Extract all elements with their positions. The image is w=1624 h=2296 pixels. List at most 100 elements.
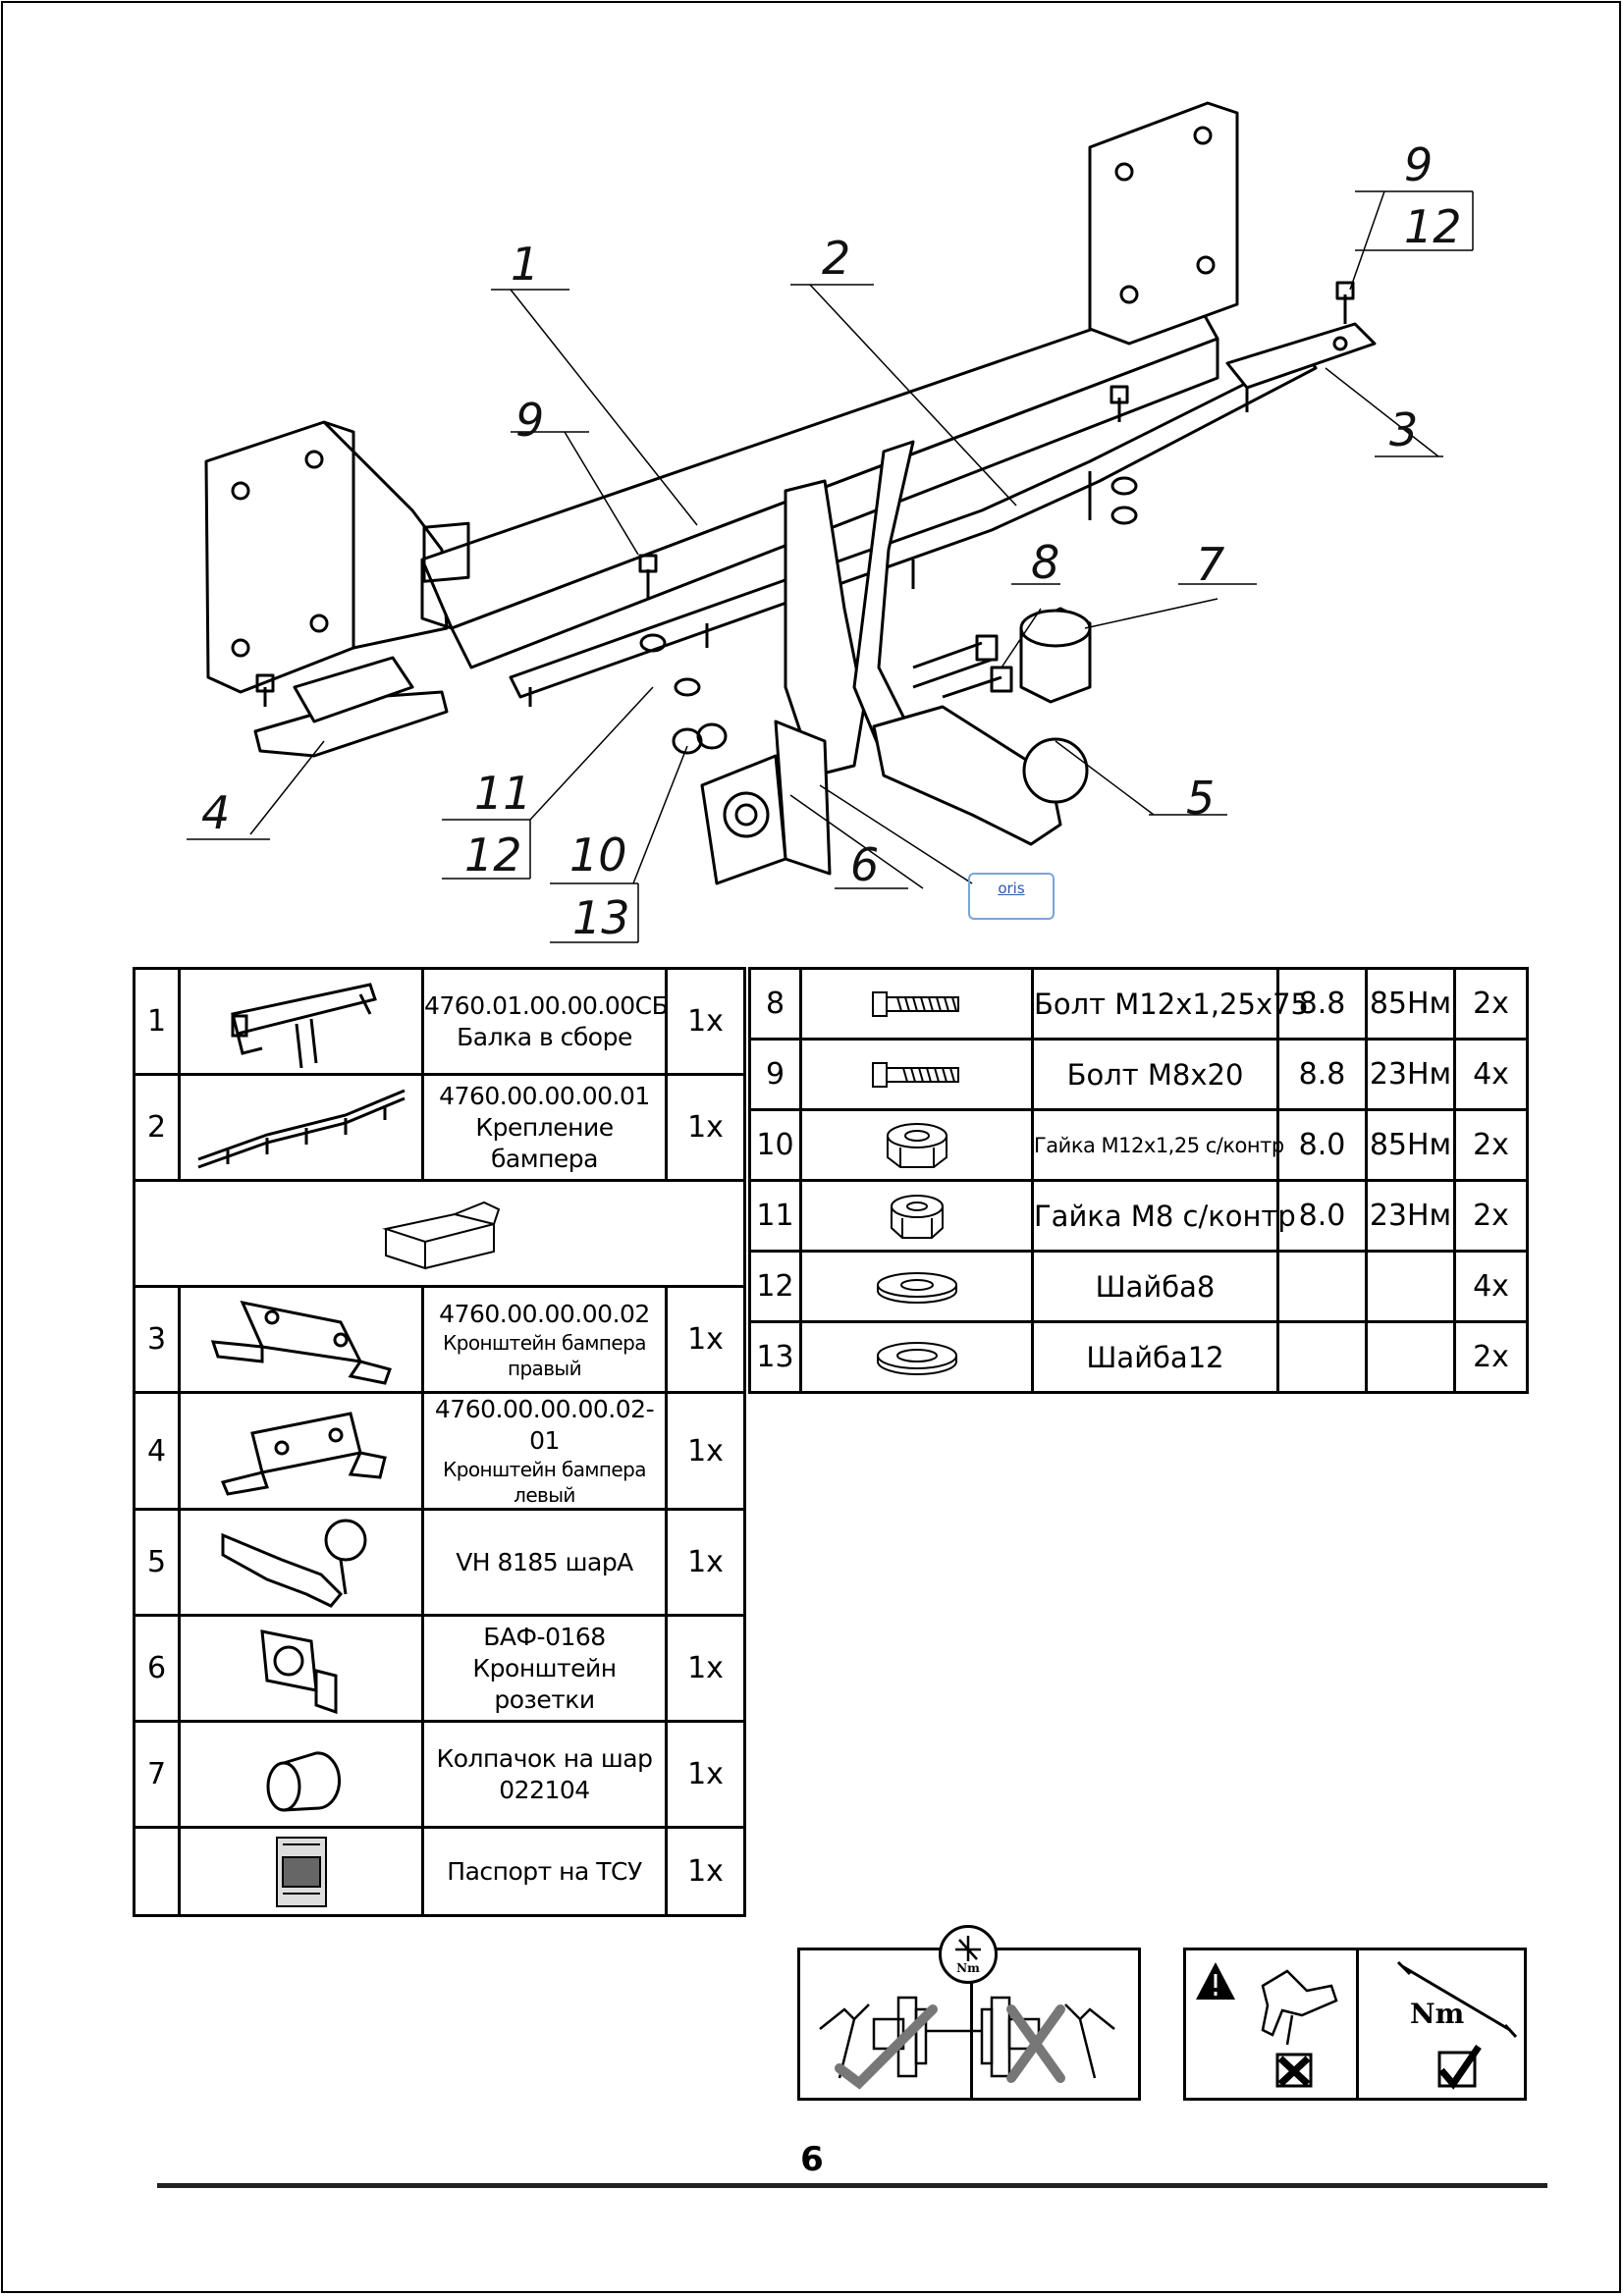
part-qty: 1x (665, 1826, 746, 1917)
socket-bracket-icon (178, 1614, 424, 1723)
fastener-name: Гайка M12x1,25 с/контр (1031, 1108, 1284, 1182)
passport-icon (178, 1826, 424, 1917)
part-number: 4 (133, 1391, 181, 1511)
part-qty: 1x (665, 1391, 746, 1511)
callout-2: 2 (822, 232, 851, 285)
fastener-number: 10 (748, 1108, 802, 1182)
part-number: 6 (133, 1614, 181, 1723)
fastener-torque (1365, 1320, 1456, 1394)
fastener-qty: 2x (1453, 1108, 1529, 1182)
fastener-class (1276, 1320, 1368, 1394)
part-qty: 1x (665, 1285, 746, 1394)
bumper-mount-icon (178, 1073, 424, 1182)
impact-wrench-prohibited-icon (1196, 1962, 1338, 2088)
fastener-class: 8.8 (1276, 1038, 1368, 1111)
fastener-number: 8 (748, 967, 802, 1041)
fastener-name: Болт M8x20 (1031, 1038, 1279, 1111)
table-row: 12 Шайба8 4x (748, 1250, 1529, 1323)
fastener-number: 12 (748, 1250, 802, 1323)
fastener-torque: 23Нм (1365, 1179, 1456, 1253)
callout-11: 11 (474, 767, 532, 820)
part-qty: 1x (665, 1720, 746, 1829)
nut-icon (799, 1179, 1034, 1253)
bolt-icon (799, 967, 1034, 1041)
bolt-icon (799, 1038, 1034, 1111)
fastener-class: 8.0 (1276, 1179, 1368, 1253)
callout-6: 6 (850, 838, 880, 891)
fastener-class: 8.8 (1276, 967, 1368, 1041)
table-row: 5 VH 8185 шарА 1x (133, 1508, 746, 1617)
callout-10: 10 (569, 828, 627, 881)
fastener-torque: 85Нм (1365, 967, 1456, 1041)
fastener-name: Болт M12x1,25x75 (1031, 967, 1309, 1041)
fastener-name: Шайба12 (1031, 1320, 1279, 1394)
torque-wrench-label: Nm (1410, 1998, 1465, 2030)
fastener-name: Шайба8 (1031, 1250, 1279, 1323)
part-qty: 1x (665, 1508, 746, 1617)
table-row: 8 Болт M12x1,25x75 8.8 85Нм 2x (748, 967, 1529, 1041)
washer-icon (799, 1320, 1034, 1394)
part-number: 7 (133, 1720, 181, 1829)
part-number: 1 (133, 967, 181, 1076)
part-description: Паспорт на ТСУ (421, 1826, 668, 1917)
towball-icon (178, 1508, 424, 1617)
fasteners-table: 8 Болт M12x1,25x75 8.8 85Нм 2x 9 Болт M8… (748, 967, 1529, 1394)
table-row: 11 Гайка M8 с/контр 8.0 23Нм 2x (748, 1179, 1529, 1253)
fastener-qty: 4x (1453, 1038, 1529, 1111)
callout-9-right: 9 (1404, 138, 1434, 191)
table-row: Паспорт на ТСУ 1x (133, 1826, 746, 1917)
divider (970, 1950, 973, 2098)
exploded-assembly-drawing (187, 101, 1474, 943)
bracket-right-icon (178, 1285, 424, 1394)
callout-5: 5 (1186, 772, 1216, 825)
ball-cap-icon (178, 1720, 424, 1829)
package-box-icon (133, 1179, 746, 1288)
callout-12-right: 12 (1404, 200, 1462, 253)
fastener-class: 8.0 (1276, 1108, 1368, 1182)
part-qty: 1x (665, 967, 746, 1076)
fastener-torque (1365, 1250, 1456, 1323)
part-description: VH 8185 шарА (421, 1508, 668, 1617)
callout-3: 3 (1389, 403, 1419, 456)
fastener-number: 11 (748, 1179, 802, 1253)
brand-tag: oris (968, 873, 1055, 920)
callout-13: 13 (572, 891, 630, 944)
fastener-torque: 23Нм (1365, 1038, 1456, 1111)
table-row: 9 Болт M8x20 8.8 23Нм 4x (748, 1038, 1529, 1111)
table-row (133, 1179, 746, 1288)
fastener-qty: 2x (1453, 1179, 1529, 1253)
fastener-qty: 2x (1453, 1320, 1529, 1394)
torque-wrench-badge-icon: Nm (939, 1925, 998, 1984)
fastener-qty: 2x (1453, 967, 1529, 1041)
fastener-class (1276, 1250, 1368, 1323)
part-qty: 1x (665, 1073, 746, 1182)
torque-instruction-box: Nm (797, 1925, 1141, 2101)
footer-rule (157, 2183, 1547, 2188)
part-number: 5 (133, 1508, 181, 1617)
page-number: 6 (800, 2140, 824, 2179)
nut-icon (799, 1108, 1034, 1182)
callout-9-left: 9 (515, 394, 545, 447)
divider (1356, 1950, 1359, 2098)
beam-assembly-icon (178, 967, 424, 1076)
fastener-name: Гайка M8 с/контр (1031, 1179, 1296, 1253)
part-number (133, 1826, 181, 1917)
table-row: 10 Гайка M12x1,25 с/контр 8.0 85Нм 2x (748, 1108, 1529, 1182)
washer-icon (799, 1250, 1034, 1323)
bracket-left-icon (178, 1391, 424, 1511)
table-row: 13 Шайба12 2x (748, 1320, 1529, 1394)
fastener-number: 9 (748, 1038, 802, 1111)
